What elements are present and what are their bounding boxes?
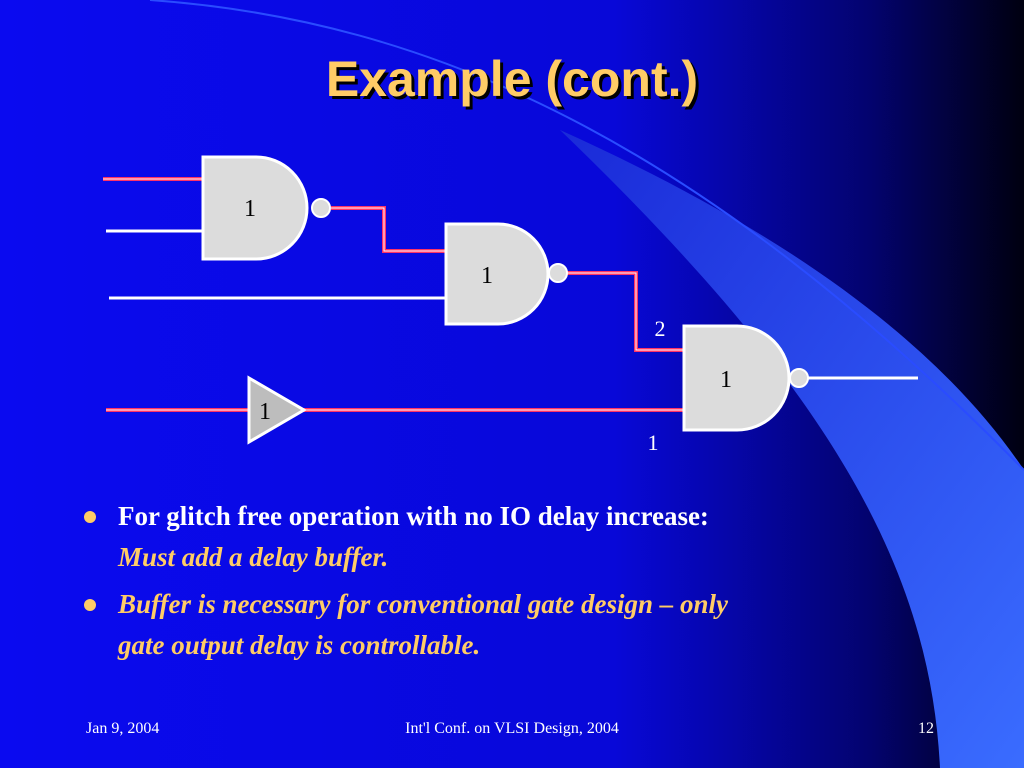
buffer-label: 1	[259, 399, 271, 425]
wire-gate2-to-gate3	[567, 271, 684, 352]
gate-2-label: 1	[481, 263, 493, 289]
bullet-subtext: gate output delay is controllable.	[118, 630, 481, 660]
footer-page-number: 12	[918, 720, 934, 737]
bullet-dot-icon	[84, 599, 96, 611]
wires	[103, 177, 918, 412]
gate-1-label: 1	[244, 196, 256, 222]
footer-date: Jan 9, 2004	[86, 720, 160, 737]
slide-title: Example (cont.)	[325, 51, 699, 107]
wire-gate1-to-gate2	[331, 206, 446, 253]
nand-gate-3: 1	[682, 324, 809, 432]
bullet-subtext: Must add a delay buffer.	[118, 542, 389, 572]
bullet-text: For glitch free operation with no IO del…	[118, 501, 709, 531]
delay-buffer: 1	[247, 375, 307, 445]
nand-gate-2: 1	[444, 222, 568, 326]
bullet-dot-icon	[84, 511, 96, 523]
wire-delay-label-2: 2	[655, 316, 666, 341]
bullet-item: For glitch free operation with no IO del…	[84, 496, 884, 578]
bullet-text: Buffer is necessary for conventional gat…	[118, 589, 728, 619]
wire-delay-label-1: 1	[648, 430, 659, 455]
footer-conference: Int'l Conf. on VLSI Design, 2004	[405, 720, 619, 737]
bullet-list: For glitch free operation with no IO del…	[84, 496, 884, 672]
gate-3-label: 1	[720, 367, 732, 393]
nand-gate-1: 1	[201, 155, 331, 261]
accent-curve	[560, 130, 1024, 768]
bullet-item: Buffer is necessary for conventional gat…	[84, 584, 884, 666]
